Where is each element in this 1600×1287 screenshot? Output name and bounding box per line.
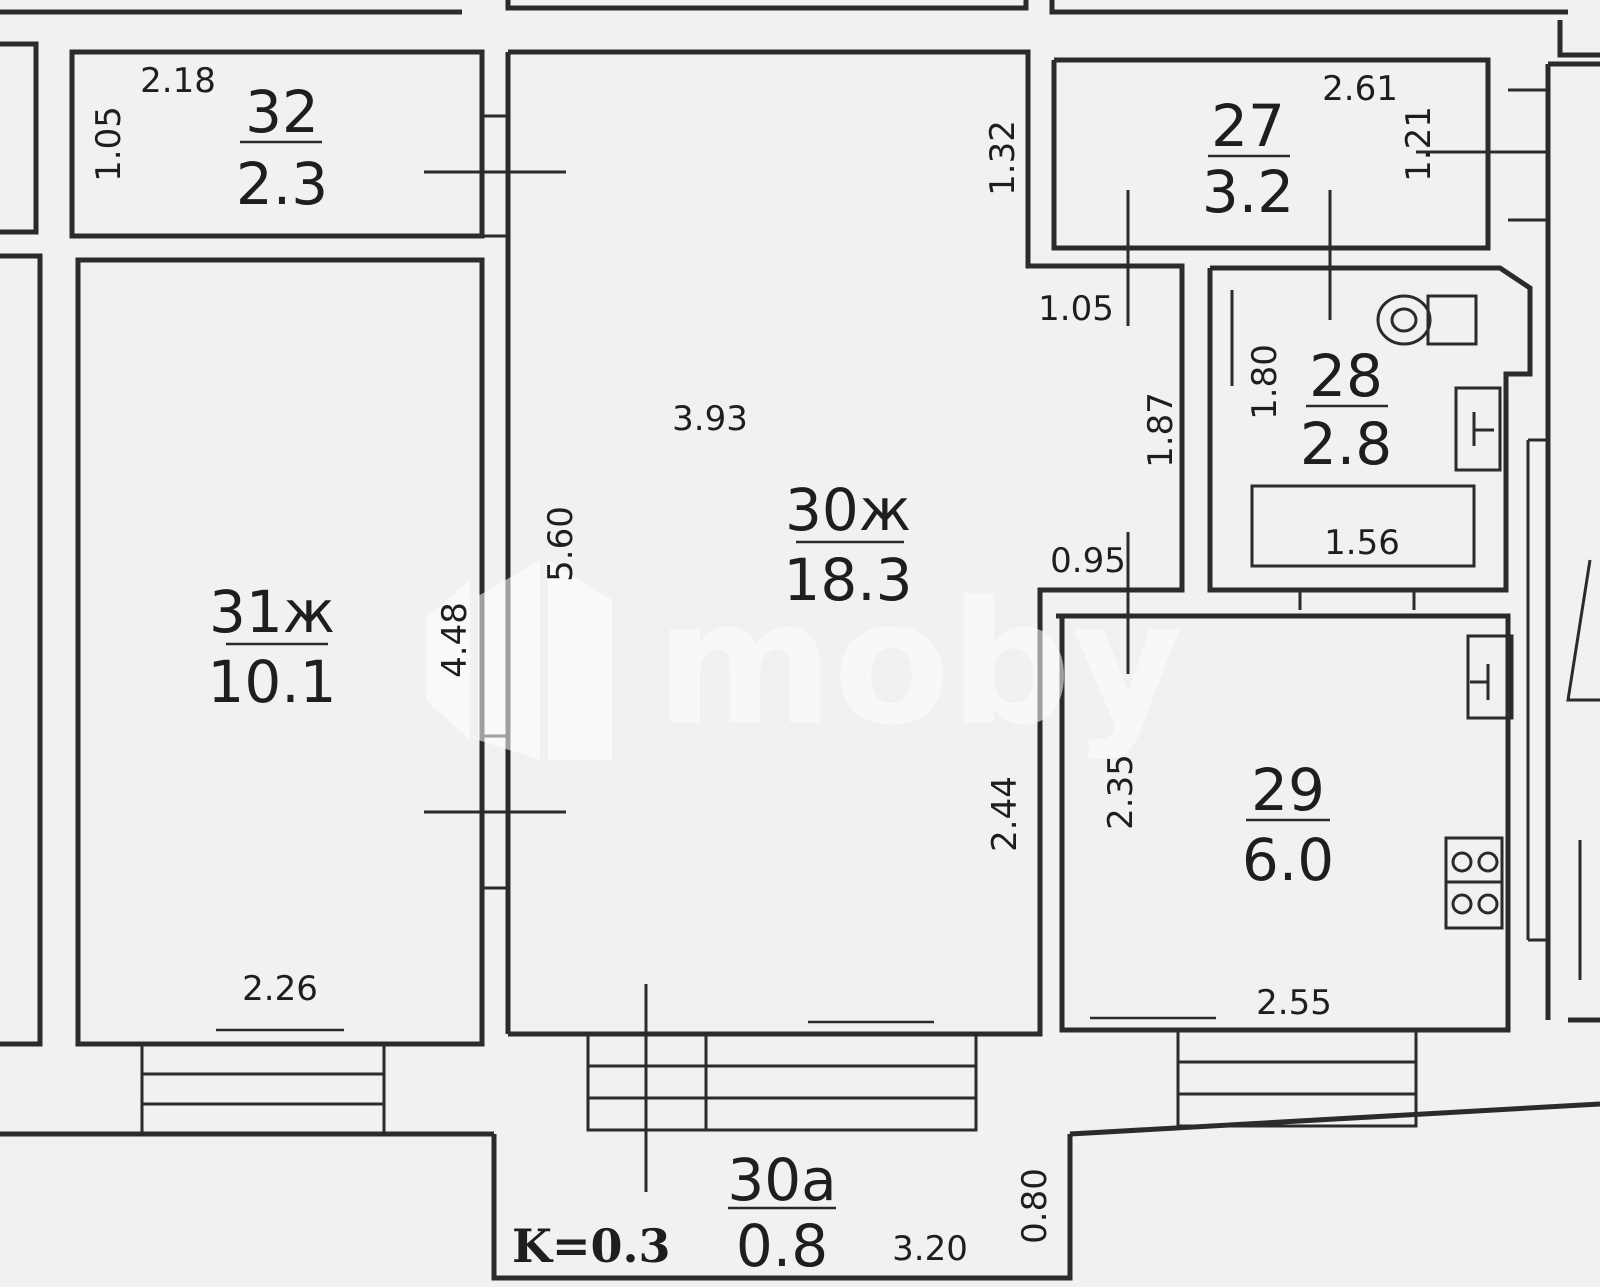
room-number: 31ж — [209, 578, 335, 646]
dimension-label: 5.60 — [541, 506, 581, 582]
room-area: 0.8 — [736, 1212, 828, 1280]
dimension-label: 1.32 — [983, 120, 1023, 196]
room-number: 30ж — [785, 476, 911, 544]
dimension-label: 1.21 — [1399, 106, 1439, 182]
watermark: moby — [426, 560, 1182, 763]
dimension-lines — [216, 1016, 1216, 1032]
dimension-label: 2.26 — [242, 969, 318, 1009]
room-area: 2.3 — [236, 150, 328, 218]
bathtub-icon — [1250, 484, 1476, 568]
dimension-label: 2.55 — [1256, 983, 1332, 1023]
room-labels: 32 2.3 31ж 10.1 30ж 18.3 27 3.2 28 2.8 — [207, 78, 1392, 1280]
moby-logo-icon — [426, 580, 470, 740]
room-32: 32 2.3 — [236, 78, 328, 218]
room-area: 18.3 — [783, 546, 912, 614]
room-number: 30а — [727, 1146, 836, 1214]
dimension-label: 1.80 — [1245, 344, 1285, 420]
kitchen-sink-icon — [1466, 634, 1514, 720]
dimension-label: 2.61 — [1322, 69, 1398, 109]
room-28: 28 2.8 — [1300, 342, 1392, 478]
room-29: 29 6.0 — [1242, 756, 1334, 894]
dimension-label: 1.56 — [1324, 523, 1400, 563]
fixtures — [1250, 294, 1514, 930]
dimension-label: 1.05 — [1038, 289, 1114, 329]
toilet-bowl-icon — [1376, 294, 1432, 346]
dimension-labels: 2.18 1.05 2.26 4.48 5.60 3.93 1.32 2.44 … — [89, 61, 1439, 1269]
dimension-label: 0.80 — [1015, 1168, 1055, 1244]
room-number: 27 — [1211, 92, 1285, 160]
room-number: 32 — [245, 78, 319, 146]
room-area: 3.2 — [1202, 158, 1294, 226]
room-30a: 30а 0.8 — [727, 1146, 836, 1280]
coefficient-label: K=0.3 — [512, 1219, 671, 1273]
room-area: 6.0 — [1242, 826, 1334, 894]
dimension-label: 0.95 — [1050, 541, 1126, 581]
sink-icon — [1454, 386, 1502, 472]
dimension-label: 3.93 — [672, 399, 748, 439]
dimension-label: 2.35 — [1101, 754, 1141, 830]
dimension-label: 2.44 — [985, 776, 1025, 852]
room-number: 28 — [1309, 342, 1383, 410]
room-number: 29 — [1251, 756, 1325, 824]
dimension-label: 1.05 — [89, 106, 129, 182]
dimension-label: 1.87 — [1141, 392, 1181, 468]
dimension-label: 3.20 — [892, 1229, 968, 1269]
dimension-label: 4.48 — [435, 602, 475, 678]
room-area: 2.8 — [1300, 410, 1392, 478]
doors — [424, 150, 1548, 1192]
room-31: 31ж 10.1 — [207, 578, 336, 716]
dimension-label: 2.18 — [140, 61, 216, 101]
room-30: 30ж 18.3 — [783, 476, 912, 614]
toilet-tank-icon — [1426, 294, 1478, 346]
room-27: 27 3.2 — [1202, 92, 1294, 226]
watermark-text: moby — [656, 565, 1182, 763]
room-area: 10.1 — [207, 648, 336, 716]
